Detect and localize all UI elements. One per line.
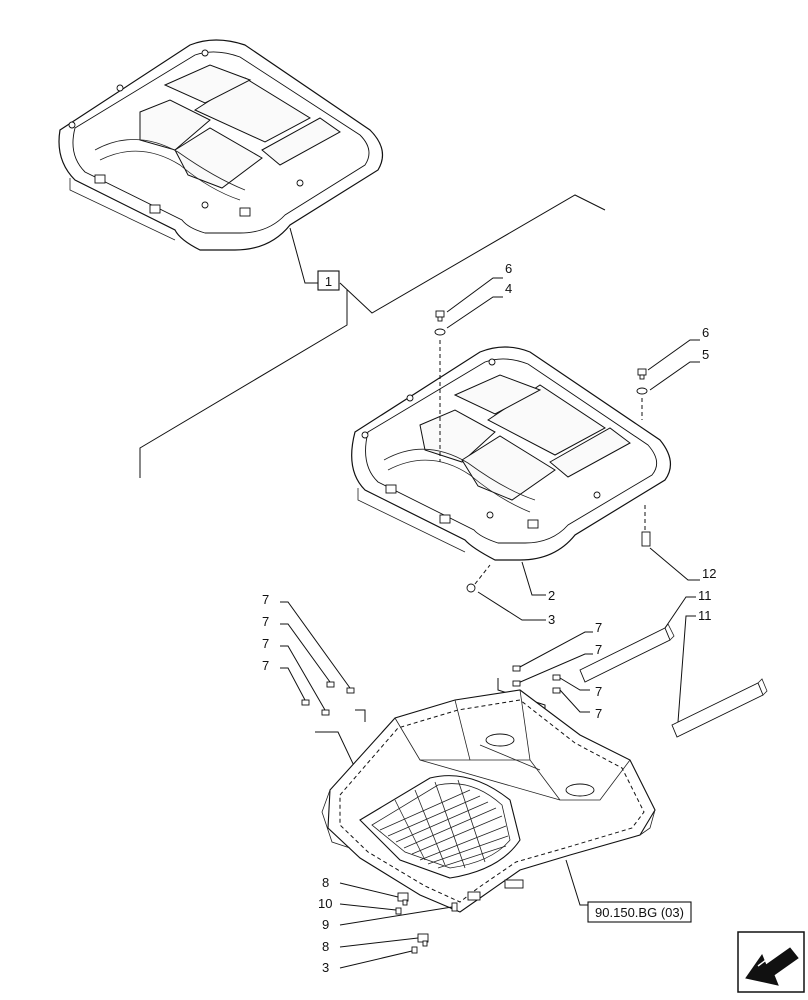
callout-11b: 11 (698, 608, 712, 623)
leader-6a (446, 277, 503, 313)
leader-3a (477, 591, 546, 621)
callout-3b: 3 (322, 960, 329, 975)
ref-box (587, 901, 692, 923)
axis-plug (474, 564, 491, 585)
spacer (641, 531, 651, 547)
leader-1-left (139, 290, 348, 478)
callout-7c: 7 (262, 636, 269, 651)
leader-6b (647, 339, 700, 371)
seal-strip-lower (671, 678, 768, 738)
callout-2: 2 (548, 588, 555, 603)
leader-10 (339, 903, 397, 911)
leader-9 (339, 906, 453, 926)
washer-right (636, 387, 648, 395)
callout-10: 10 (318, 896, 332, 911)
washer-left (434, 328, 446, 336)
roof-cover-main (351, 346, 671, 561)
leader-11b (677, 615, 696, 723)
leader-ref (565, 859, 588, 906)
callout-7d: 7 (262, 658, 269, 673)
callout-7h: 7 (595, 706, 602, 721)
callout-7f: 7 (595, 642, 602, 657)
callout-8a: 8 (322, 875, 329, 890)
leader-8b (339, 937, 419, 948)
callout-7a: 7 (262, 592, 269, 607)
callout-8b: 8 (322, 939, 329, 954)
callout-6b: 6 (702, 325, 709, 340)
leader-5 (649, 361, 700, 391)
reference-label[interactable]: 90.150.BG (03) (595, 905, 684, 920)
callout-1: 1 (325, 274, 332, 289)
callout-7b: 7 (262, 614, 269, 629)
connector-8a (397, 892, 409, 906)
plug-3b (411, 946, 418, 954)
plug (466, 583, 476, 593)
leader-3b (339, 950, 413, 969)
roof-cover-top-assembly (58, 39, 384, 251)
leader-4 (446, 296, 503, 329)
leader-1-right (339, 194, 606, 314)
callout-4: 4 (505, 281, 512, 296)
leader-11a (664, 596, 696, 629)
clip-group-right (512, 631, 593, 713)
fastener-10 (395, 907, 402, 915)
callout-6a: 6 (505, 261, 512, 276)
leader-12 (649, 547, 700, 581)
callout-9: 9 (322, 917, 329, 932)
clip-group-left (280, 601, 355, 716)
callout-7e: 7 (595, 620, 602, 635)
bolt-left (435, 310, 445, 322)
leader-1-top (289, 227, 318, 284)
bracket-line-left (355, 709, 366, 722)
connector-8b (417, 933, 429, 947)
bolt-right (637, 368, 647, 380)
callout-11a: 11 (698, 588, 712, 603)
grommet-9 (451, 902, 458, 912)
callout-5: 5 (702, 347, 709, 362)
callout-7g: 7 (595, 684, 602, 699)
callout-12: 12 (702, 566, 716, 581)
cable-lead-left (315, 731, 357, 771)
cab-frame-assembly (321, 689, 656, 913)
callout-3a: 3 (548, 612, 555, 627)
leader-8a (339, 882, 399, 898)
leader-2 (521, 561, 546, 596)
callout-box-1 (317, 270, 340, 291)
arrow-previous-icon[interactable] (737, 931, 805, 993)
